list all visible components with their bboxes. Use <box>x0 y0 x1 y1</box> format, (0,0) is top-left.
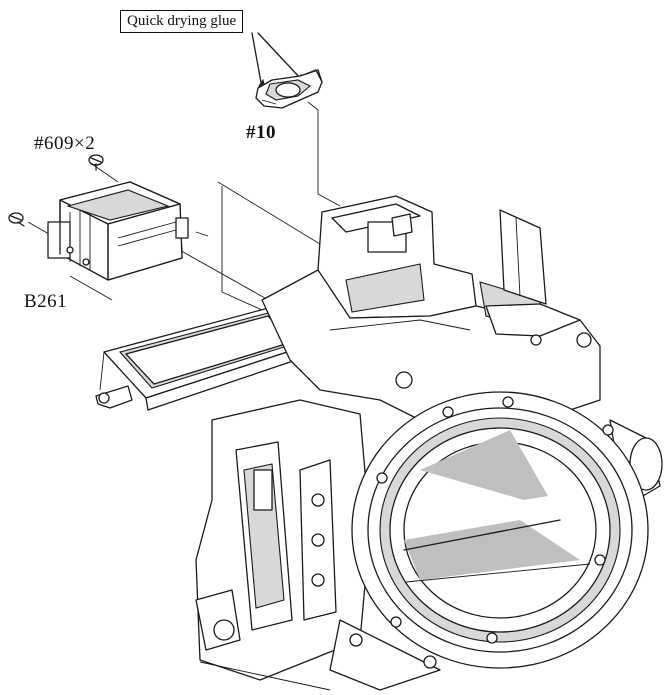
screw-left <box>8 212 25 227</box>
part-number-609: #609×2 <box>34 133 96 154</box>
screw-top <box>88 154 104 171</box>
b261-unit <box>47 181 189 281</box>
part-10-leader <box>307 101 341 207</box>
quick-drying-glue-callout: Quick drying glue <box>120 10 244 33</box>
lcd-panel <box>95 305 315 411</box>
part-number-b261: B261 <box>24 291 68 312</box>
camera-chassis <box>195 195 663 691</box>
part-number-10: #10 <box>246 122 276 143</box>
part-10-bracket <box>255 69 323 109</box>
